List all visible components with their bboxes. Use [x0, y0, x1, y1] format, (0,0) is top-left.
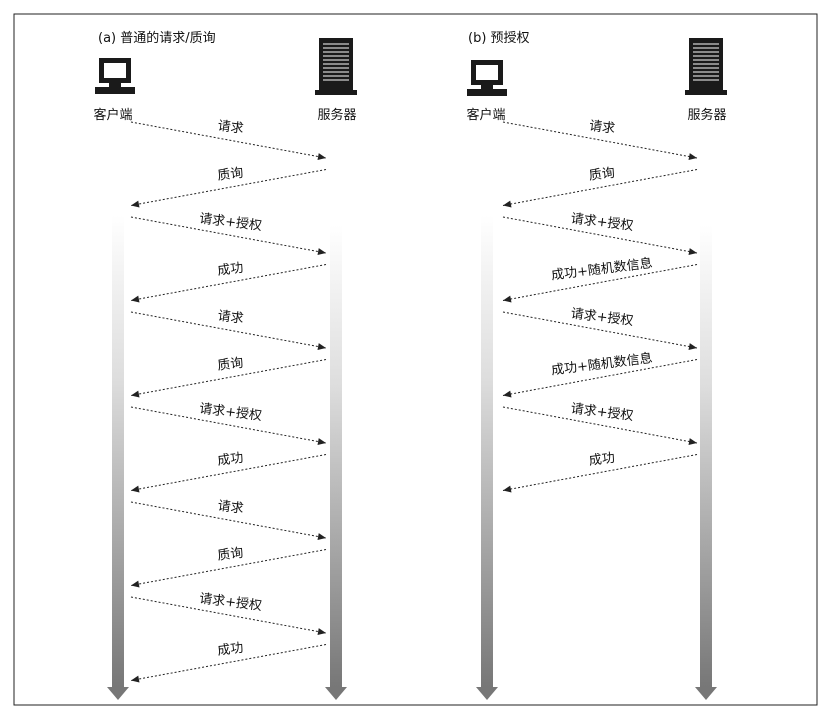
- message-arrow: [502, 121, 698, 159]
- panel-b-client-lifeline: [481, 215, 493, 687]
- message-arrow: [130, 501, 327, 539]
- message-arrow: [130, 216, 327, 254]
- message-label: 请求+授权: [570, 210, 634, 234]
- message-label: 请求+授权: [570, 400, 634, 424]
- panel-b-server-lifeline-arrowhead: [695, 687, 717, 700]
- message-arrowhead: [688, 343, 697, 350]
- message-label: 成功: [217, 451, 245, 469]
- message-arrow: [502, 216, 698, 254]
- panel-a-client-lifeline: [112, 215, 124, 687]
- panel-a-server-label: 服务器: [317, 107, 356, 123]
- message-arrow: [502, 264, 698, 301]
- message-arrow: [130, 644, 327, 681]
- message-label: 成功+随机数信息: [550, 350, 653, 378]
- panel-a: (a) 普通的请求/质询 客户端 服务器 请求质询请求+授权成功请求质询请求+授…: [93, 30, 358, 700]
- message-arrowhead: [131, 675, 140, 683]
- message-label: 请求+授权: [198, 210, 262, 234]
- panel-a-client-lifeline-arrowhead: [107, 687, 129, 700]
- message-label: 成功+随机数信息: [550, 255, 653, 283]
- message-label: 请求: [217, 119, 245, 137]
- message-label: 成功: [217, 641, 245, 659]
- message-arrowhead: [503, 390, 512, 398]
- message-arrow: [502, 311, 698, 349]
- panel-b-client-label: 客户端: [466, 107, 505, 123]
- message-arrowhead: [688, 438, 697, 445]
- message-label: 请求: [217, 499, 245, 517]
- figure-border: [13, 13, 818, 706]
- message-arrowhead: [131, 390, 140, 398]
- message-label: 成功: [588, 451, 616, 469]
- panel-a-server-lifeline: [330, 225, 342, 687]
- message-arrowhead: [131, 295, 140, 303]
- message-arrowhead: [503, 485, 512, 493]
- message-arrowhead: [317, 628, 326, 635]
- message-arrow: [502, 454, 698, 491]
- message-arrow: [130, 596, 327, 634]
- message-arrow: [130, 121, 327, 159]
- message-arrowhead: [317, 533, 326, 540]
- message-arrow: [130, 549, 327, 586]
- message-arrow: [130, 454, 327, 491]
- message-arrow: [130, 169, 327, 206]
- message-label: 请求+授权: [198, 590, 262, 614]
- panel-a-server-lifeline-arrowhead: [325, 687, 347, 700]
- panel-b-title: (b) 预授权: [468, 30, 530, 46]
- message-arrowhead: [317, 248, 326, 255]
- message-arrowhead: [131, 580, 140, 588]
- message-label: 质询: [217, 546, 245, 564]
- message-label: 质询: [588, 166, 616, 184]
- message-arrowhead: [688, 153, 697, 160]
- panel-a-title: (a) 普通的请求/质询: [98, 30, 216, 46]
- panel-b: (b) 预授权 客户端 服务器 请求质询请求+授权成功+随机数信息请求+授权成功…: [466, 30, 728, 700]
- message-label: 成功: [217, 261, 245, 279]
- panel-a-client-label: 客户端: [93, 107, 132, 123]
- message-arrowhead: [317, 153, 326, 160]
- message-label: 请求: [217, 309, 245, 327]
- message-label: 请求+授权: [570, 305, 634, 329]
- message-arrowhead: [503, 200, 512, 208]
- server-icon: [314, 37, 358, 96]
- message-arrowhead: [503, 295, 512, 303]
- client-computer-icon: [467, 60, 507, 96]
- message-arrow: [130, 406, 327, 444]
- message-label: 质询: [217, 166, 245, 184]
- message-arrowhead: [131, 200, 140, 208]
- panel-b-client-lifeline-arrowhead: [476, 687, 498, 700]
- message-arrow: [130, 264, 327, 301]
- message-arrowhead: [317, 343, 326, 350]
- panel-b-server-label: 服务器: [687, 107, 726, 123]
- message-label: 请求+授权: [198, 400, 262, 424]
- message-arrow: [130, 311, 327, 349]
- message-label: 质询: [217, 356, 245, 374]
- message-arrowhead: [131, 485, 140, 493]
- message-arrowhead: [317, 438, 326, 445]
- message-arrowhead: [688, 248, 697, 255]
- message-arrow: [502, 406, 698, 444]
- server-icon: [684, 37, 728, 96]
- message-label: 请求: [588, 119, 616, 137]
- client-computer-icon: [95, 58, 135, 94]
- message-arrow: [130, 359, 327, 396]
- message-arrow: [502, 359, 698, 396]
- message-arrow: [502, 169, 698, 206]
- panel-b-server-lifeline: [700, 225, 712, 687]
